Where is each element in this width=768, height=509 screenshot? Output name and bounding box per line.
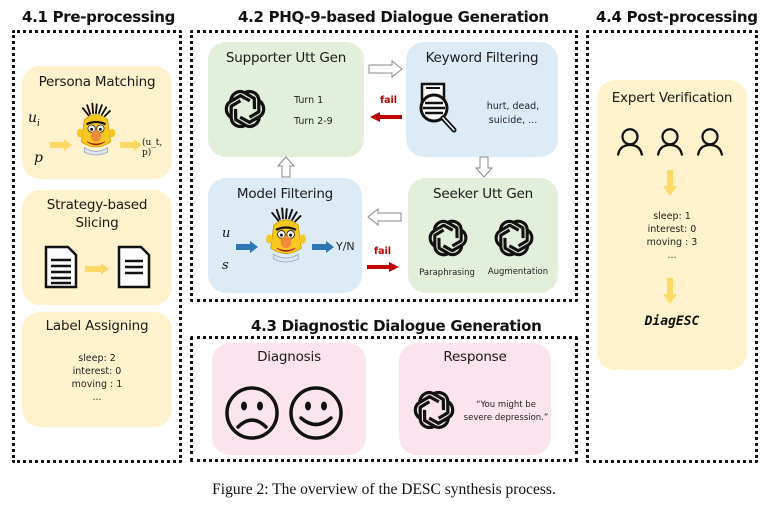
- response-card: Response “You might be severe depression…: [399, 343, 551, 455]
- hollow-arrow-right-icon: [368, 59, 403, 79]
- postprocessing-frame: [586, 30, 758, 463]
- long-document-icon: [44, 245, 78, 289]
- hollow-arrow-up-icon: [276, 156, 296, 178]
- red-arrow-left-icon: [370, 112, 402, 122]
- yn-output: Y/N: [336, 240, 355, 253]
- magnifier-document-icon: [419, 82, 457, 133]
- label-item: sleep: 2: [78, 353, 116, 364]
- slicing-card: Strategy-based Slicing: [22, 190, 172, 305]
- label-item: ...: [667, 250, 677, 261]
- keyword-filtering-title: Keyword Filtering: [425, 50, 539, 66]
- blue-arrow-icon: [236, 241, 258, 253]
- diagnosis-title: Diagnosis: [257, 349, 321, 365]
- seeker-utt-gen-card: Seeker Utt Gen Paraphrasing Augmentation: [408, 178, 558, 293]
- label-item: ...: [92, 392, 102, 403]
- red-arrow-right-icon: [367, 262, 399, 272]
- yellow-arrow-icon: [50, 139, 72, 151]
- fail-label: fail: [380, 95, 398, 106]
- label-item: interest: 0: [647, 224, 697, 235]
- short-document-icon: [117, 245, 151, 289]
- diagnosis-card: Diagnosis: [212, 343, 366, 455]
- label-assigning-title: Label Assigning: [45, 318, 149, 334]
- phq9-frame: [190, 30, 578, 302]
- diagnostic-frame: [190, 336, 578, 462]
- blue-arrow-icon: [312, 241, 334, 253]
- yellow-arrow-icon: [120, 139, 142, 151]
- yellow-arrow-down-icon: [663, 170, 677, 196]
- person-icon: [655, 126, 685, 158]
- model-filtering-title: Model Filtering: [236, 186, 334, 202]
- keywords-line: hurt, dead,: [486, 101, 540, 112]
- supporter-utt-gen-card: Supporter Utt Gen Turn 1 Turn 2-9: [208, 42, 364, 157]
- expert-verification-card: Expert Verification sleep: 1 interest: 0…: [597, 80, 747, 370]
- bert-muppet-icon: [74, 102, 118, 164]
- quote-line: severe depression.”: [463, 413, 549, 423]
- persona-matching-card: Persona Matching ui p (u_t, p): [22, 66, 172, 179]
- augmentation-label: Augmentation: [487, 267, 549, 277]
- label-item: sleep: 1: [653, 211, 691, 222]
- input-ui: ui: [28, 110, 40, 129]
- input-p: p: [34, 150, 43, 166]
- section-title-postprocessing: 4.4 Post-processing: [596, 8, 758, 26]
- person-icon: [615, 126, 645, 158]
- response-title: Response: [443, 349, 507, 365]
- figure-caption: Figure 2: The overview of the DESC synth…: [212, 481, 556, 498]
- openai-logo-icon: [411, 387, 457, 433]
- label-assigning-card: Label Assigning sleep: 2 interest: 0 mov…: [22, 312, 172, 427]
- fail-label: fail: [374, 246, 392, 257]
- hollow-arrow-left-icon: [367, 207, 402, 227]
- happy-face-icon: [289, 386, 343, 440]
- quote-line: “You might be: [476, 400, 536, 410]
- seeker-title: Seeker Utt Gen: [433, 186, 533, 202]
- person-icon: [695, 126, 725, 158]
- diagesc-result: DiagESC: [644, 314, 700, 329]
- yellow-arrow-icon: [85, 263, 109, 275]
- sad-face-icon: [225, 386, 279, 440]
- expert-verification-title: Expert Verification: [611, 90, 733, 106]
- turn-1: Turn 1: [294, 95, 324, 106]
- persona-output: (u_t, p): [142, 138, 163, 158]
- keyword-filtering-card: Keyword Filtering hurt, dead, suicide, .…: [406, 42, 558, 157]
- bert-muppet-icon: [263, 206, 309, 272]
- input-s: s: [222, 258, 229, 273]
- label-item: interest: 0: [72, 366, 122, 377]
- turn-2-9: Turn 2-9: [294, 116, 333, 127]
- openai-logo-icon: [492, 216, 536, 260]
- keywords-text: hurt, dead, suicide, ...: [470, 100, 556, 128]
- section-title-preprocessing: 4.1 Pre-processing: [22, 8, 176, 26]
- preprocessing-frame: [12, 30, 182, 463]
- input-u: u: [222, 226, 231, 241]
- response-quote: “You might be severe depression.”: [461, 399, 551, 425]
- slicing-title-line2: Slicing: [75, 215, 119, 231]
- verified-labels: sleep: 1 interest: 0 moving : 3 ...: [597, 210, 747, 262]
- section-title-phq9: 4.2 PHQ-9-based Dialogue Generation: [238, 8, 549, 26]
- slicing-title-line1: Strategy-based: [46, 197, 148, 213]
- slicing-title: Strategy-based Slicing: [22, 196, 172, 232]
- paraphrasing-label: Paraphrasing: [419, 268, 475, 278]
- persona-matching-title: Persona Matching: [38, 74, 156, 90]
- supporter-title: Supporter Utt Gen: [225, 50, 347, 66]
- keywords-line: suicide, ...: [488, 115, 538, 126]
- hollow-arrow-down-icon: [474, 156, 494, 178]
- openai-logo-icon: [426, 216, 470, 260]
- model-filtering-card: Model Filtering u s Y/N: [208, 178, 362, 293]
- section-title-diagnostic: 4.3 Diagnostic Dialogue Generation: [251, 317, 542, 335]
- label-list: sleep: 2 interest: 0 moving : 1 ...: [22, 352, 172, 404]
- label-item: moving : 3: [646, 237, 698, 248]
- openai-logo-icon: [222, 86, 268, 132]
- yellow-arrow-down-icon: [663, 278, 677, 304]
- label-item: moving : 1: [71, 379, 123, 390]
